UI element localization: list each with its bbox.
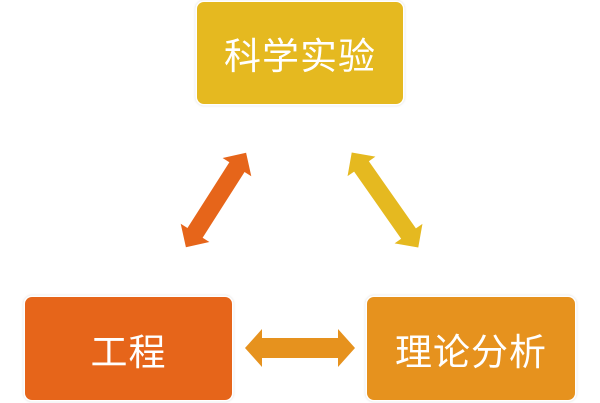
node-label: 科学实验	[224, 35, 376, 78]
node-theoretical-analysis: 理论分析	[367, 297, 575, 400]
node-scientific-experiment: 科学实验	[197, 2, 403, 104]
double-arrow-experiment-theory	[347, 152, 423, 248]
node-label: 工程	[90, 330, 167, 374]
node-label: 理论分析	[395, 330, 547, 374]
node-engineering: 工程	[25, 297, 232, 400]
double-arrow-engineering-theory	[245, 329, 355, 367]
double-arrow-engineering-experiment	[180, 152, 252, 248]
